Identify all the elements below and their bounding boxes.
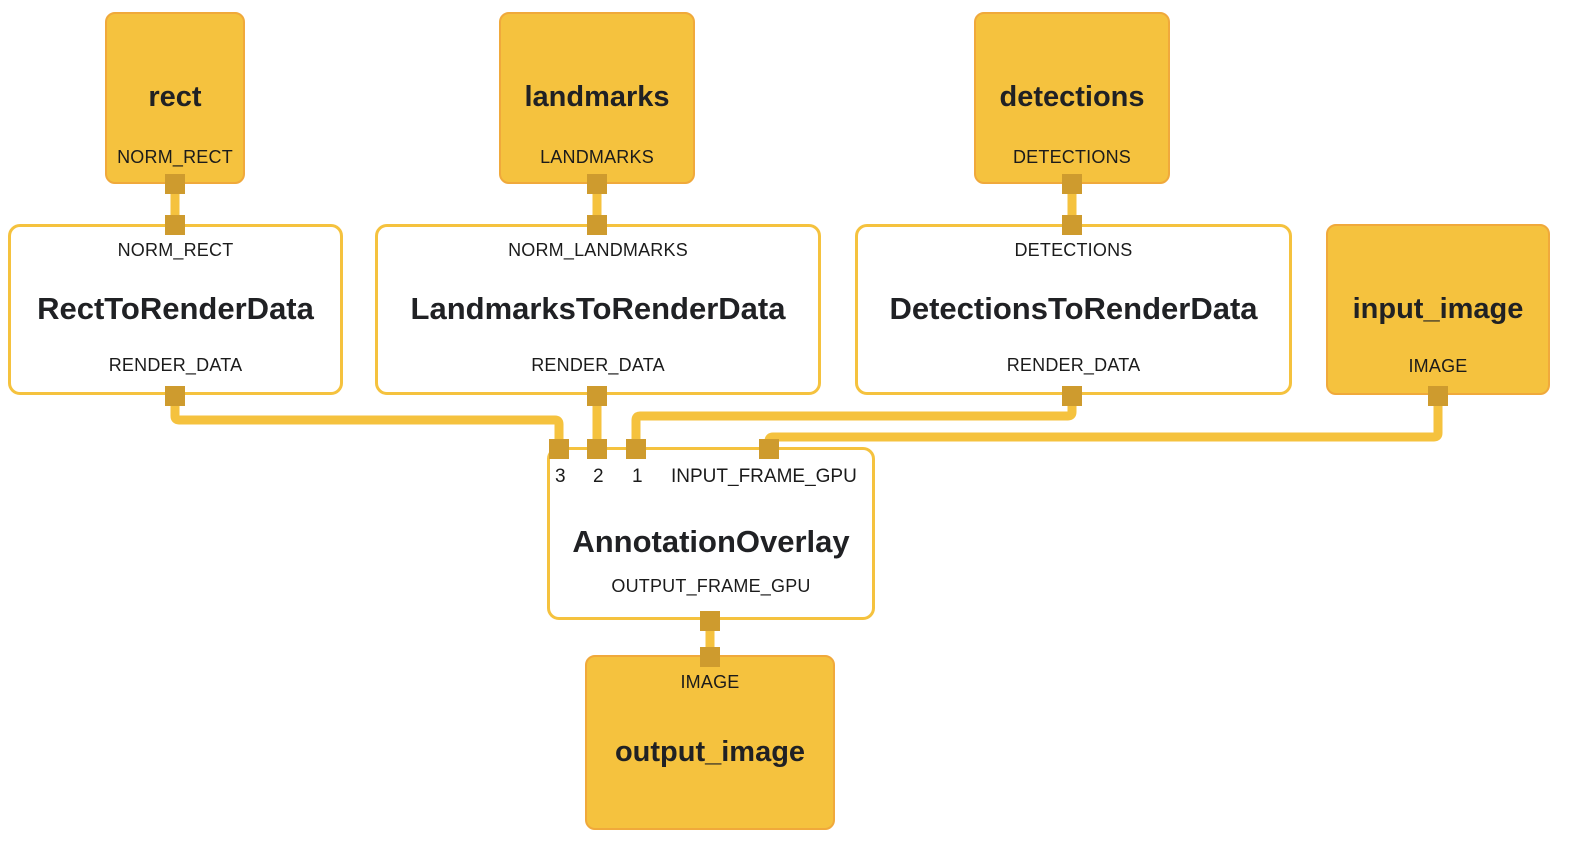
annotationoverlay-port-2-label: 2 bbox=[593, 466, 604, 487]
node-detectionstorenderdata-title: DetectionsToRenderData bbox=[889, 291, 1258, 327]
node-inputimage-title: input_image bbox=[1352, 292, 1524, 325]
node-outputimage-title: output_image bbox=[614, 735, 806, 768]
port-inputimage-out[interactable] bbox=[1428, 386, 1448, 406]
node-annotationoverlay-title: AnnotationOverlay bbox=[572, 524, 850, 560]
node-annotationoverlay-output-tag: OUTPUT_FRAME_GPU bbox=[611, 576, 811, 597]
node-outputimage-input-tag: IMAGE bbox=[680, 672, 740, 692]
port-annotationoverlay-in-2[interactable] bbox=[587, 439, 607, 459]
node-landmarks-title: landmarks bbox=[524, 81, 670, 114]
node-landmarks[interactable]: landmarks LANDMARKS bbox=[499, 12, 695, 184]
edge-detectionstorenderdata-to-annotationoverlay-1 bbox=[631, 395, 1077, 449]
node-outputimage[interactable]: IMAGE output_image bbox=[585, 655, 835, 830]
annotationoverlay-port-3-label: 3 bbox=[555, 466, 566, 487]
port-annotationoverlay-out[interactable] bbox=[700, 611, 720, 631]
port-outputimage-in[interactable] bbox=[700, 647, 720, 667]
port-annotationoverlay-in-1[interactable] bbox=[626, 439, 646, 459]
node-detections[interactable]: detections DETECTIONS bbox=[974, 12, 1170, 184]
port-annotationoverlay-in-inputframegpu[interactable] bbox=[759, 439, 779, 459]
node-detectionstorenderdata-output-tag: RENDER_DATA bbox=[1006, 355, 1141, 376]
annotationoverlay-port-inputframegpu-label: INPUT_FRAME_GPU bbox=[671, 466, 857, 487]
node-rect-title: rect bbox=[148, 81, 202, 114]
node-landmarkstorenderdata-input-tag: NORM_LANDMARKS bbox=[508, 240, 688, 260]
port-annotationoverlay-in-3[interactable] bbox=[549, 439, 569, 459]
node-recttorenderdata-output-tag: RENDER_DATA bbox=[108, 355, 243, 376]
port-landmarks-out[interactable] bbox=[587, 174, 607, 194]
port-detectionstorenderdata-in[interactable] bbox=[1062, 215, 1082, 235]
node-inputimage-output-tag: IMAGE bbox=[1408, 356, 1468, 377]
port-rect-out[interactable] bbox=[165, 174, 185, 194]
port-recttorenderdata-out[interactable] bbox=[165, 386, 185, 406]
node-recttorenderdata[interactable]: NORM_RECT RectToRenderData RENDER_DATA bbox=[8, 224, 343, 395]
port-landmarkstorenderdata-in[interactable] bbox=[587, 215, 607, 235]
port-detections-out[interactable] bbox=[1062, 174, 1082, 194]
annotationoverlay-port-1-label: 1 bbox=[632, 466, 643, 487]
node-rect[interactable]: rect NORM_RECT bbox=[105, 12, 245, 184]
node-landmarkstorenderdata[interactable]: NORM_LANDMARKS LandmarksToRenderData REN… bbox=[375, 224, 821, 395]
node-detections-title: detections bbox=[999, 81, 1145, 114]
port-recttorenderdata-in[interactable] bbox=[165, 215, 185, 235]
port-detectionstorenderdata-out[interactable] bbox=[1062, 386, 1082, 406]
node-detections-output-tag: DETECTIONS bbox=[1012, 147, 1131, 168]
node-rect-output-tag: NORM_RECT bbox=[117, 147, 233, 168]
edge-inputimage-to-annotationoverlay-inputframegpu bbox=[764, 395, 1443, 449]
port-landmarkstorenderdata-out[interactable] bbox=[587, 386, 607, 406]
node-landmarkstorenderdata-output-tag: RENDER_DATA bbox=[531, 355, 665, 376]
node-detectionstorenderdata[interactable]: DETECTIONS DetectionsToRenderData RENDER… bbox=[855, 224, 1292, 395]
node-detectionstorenderdata-input-tag: DETECTIONS bbox=[1014, 240, 1133, 260]
node-landmarkstorenderdata-title: LandmarksToRenderData bbox=[410, 291, 786, 327]
node-annotationoverlay[interactable]: 3 2 1 INPUT_FRAME_GPU AnnotationOverlay … bbox=[547, 447, 875, 620]
node-recttorenderdata-title: RectToRenderData bbox=[37, 291, 314, 327]
node-inputimage[interactable]: input_image IMAGE bbox=[1326, 224, 1550, 395]
node-landmarks-output-tag: LANDMARKS bbox=[540, 147, 654, 168]
edge-recttorenderdata-to-annotationoverlay-3 bbox=[170, 395, 564, 449]
node-recttorenderdata-input-tag: NORM_RECT bbox=[117, 240, 234, 260]
